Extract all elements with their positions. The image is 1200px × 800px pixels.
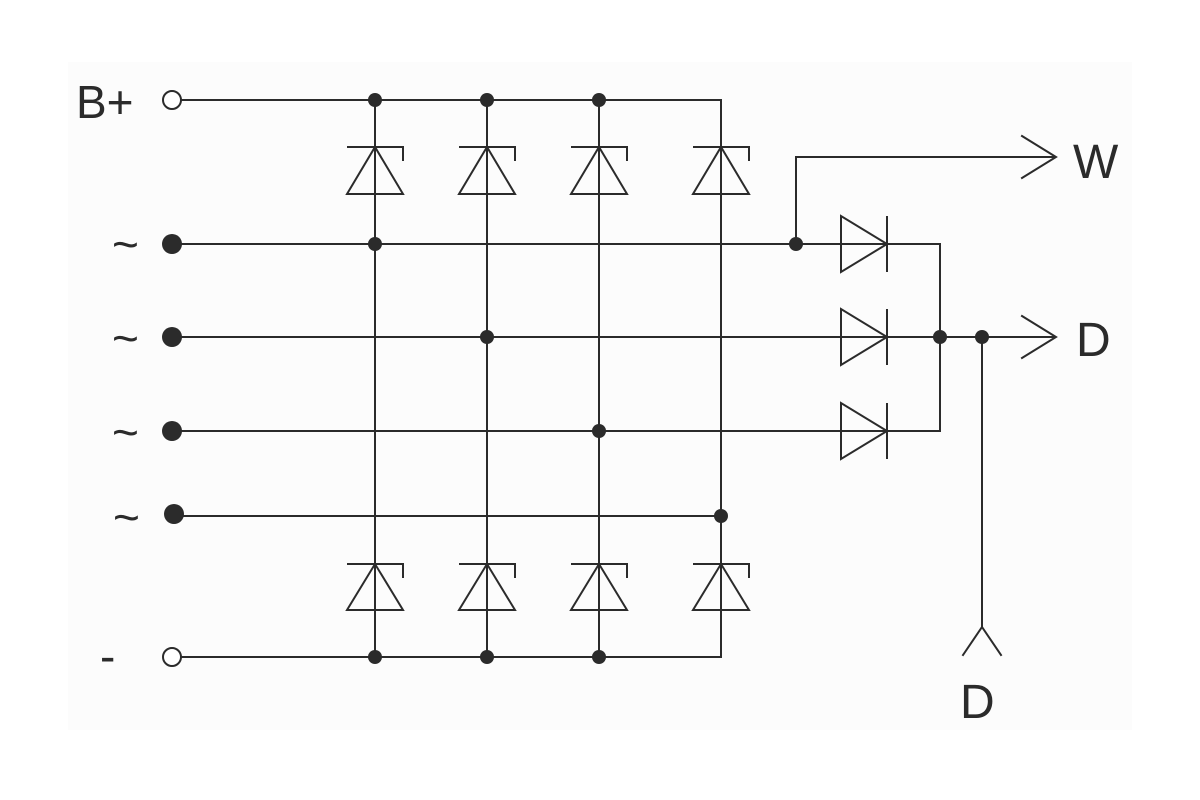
terminal-ac-1: [162, 234, 182, 254]
zener-diode-lower-3: [569, 562, 629, 611]
terminal-b-plus-open: [162, 90, 182, 110]
zener-diode-lower-4: [691, 562, 751, 611]
output-label-w: W: [1073, 136, 1119, 189]
exciter-diodes: [840, 214, 889, 461]
junction-dot: [714, 509, 728, 523]
terminal-label-ac-1: ~: [112, 218, 139, 270]
output-label-d-right: D: [1076, 314, 1111, 367]
zener-diodes-negative-bank: [345, 562, 751, 611]
zener-diodes-positive-bank: [345, 145, 751, 195]
terminal-label-ac-3: ~: [112, 406, 139, 458]
w-output-wire: [795, 156, 1055, 245]
junction-dot: [480, 650, 494, 664]
junction-dot: [592, 93, 606, 107]
zener-diode-lower-1: [345, 562, 405, 611]
horizontal-wires: [171, 99, 1055, 658]
junction-dots: [368, 93, 989, 664]
terminal-label-b-plus: B+: [76, 76, 134, 128]
output-label-d-bottom: D: [960, 676, 995, 729]
junction-dot: [975, 330, 989, 344]
terminal-label-ac-2: ~: [112, 312, 139, 364]
junction-dot: [789, 237, 803, 251]
junction-dot: [480, 330, 494, 344]
terminal-ac-4: [164, 504, 184, 524]
junction-dot: [480, 93, 494, 107]
zener-diode-upper-4: [691, 145, 751, 195]
w-output-arrowhead: [1020, 134, 1058, 180]
exciter-diode-3: [840, 401, 889, 461]
terminal-label-minus: -: [100, 630, 115, 682]
junction-dot: [592, 424, 606, 438]
junction-dot: [592, 650, 606, 664]
junction-dot: [368, 650, 382, 664]
zener-diode-upper-3: [569, 145, 629, 195]
terminal-ac-3: [162, 421, 182, 441]
exciter-diode-2: [840, 307, 889, 367]
zener-diode-lower-2: [457, 562, 517, 611]
exciter-diode-1: [840, 214, 889, 274]
zener-diode-upper-2: [457, 145, 517, 195]
d-bottom-fork-connector: [961, 625, 1003, 657]
junction-dot: [933, 330, 947, 344]
zener-diode-upper-1: [345, 145, 405, 195]
terminal-minus-open: [162, 647, 182, 667]
terminal-label-ac-4: ~: [113, 491, 140, 543]
d-output-arrowhead: [1020, 314, 1058, 360]
terminals: [162, 90, 184, 667]
junction-dot: [368, 237, 382, 251]
terminal-ac-2: [162, 327, 182, 347]
junction-dot: [368, 93, 382, 107]
